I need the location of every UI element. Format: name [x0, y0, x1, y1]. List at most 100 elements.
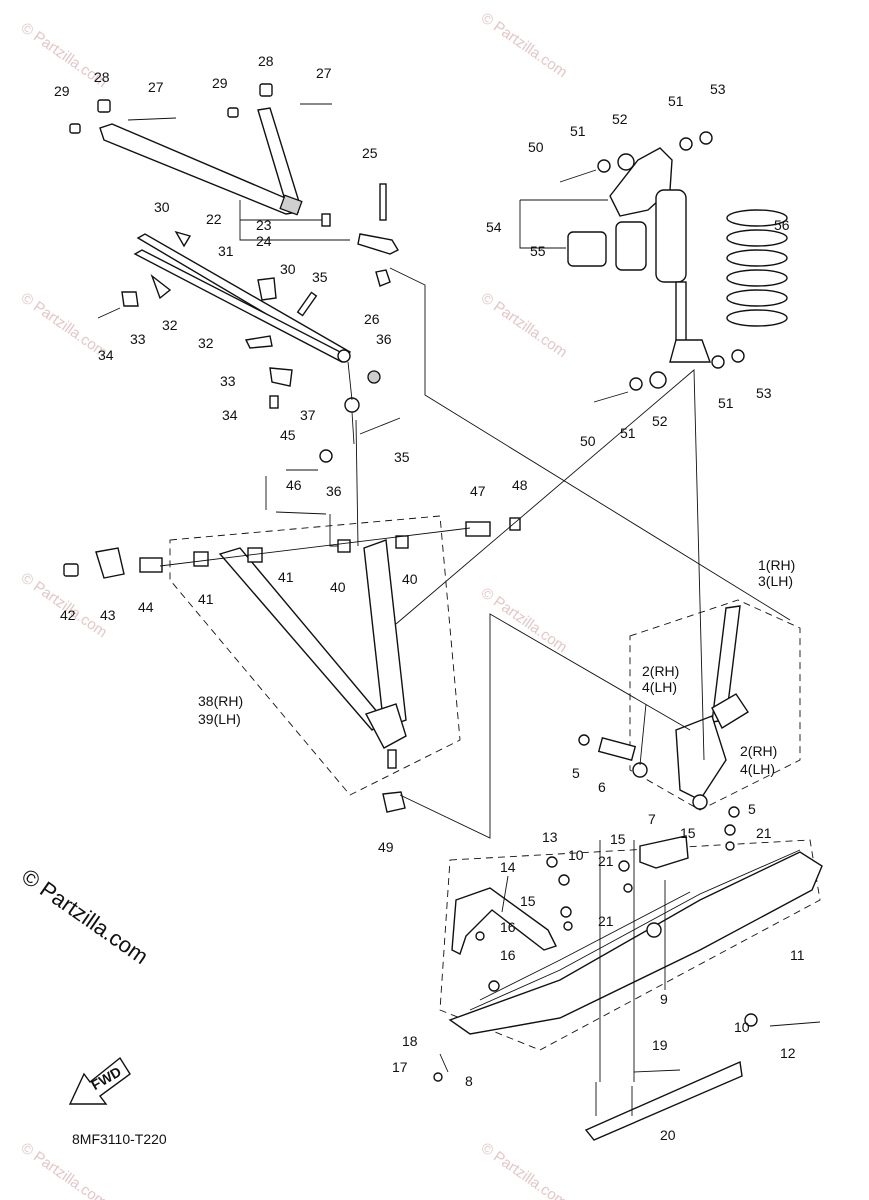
callout-41: 41: [278, 569, 294, 585]
callout-33: 33: [130, 331, 146, 347]
callout-38-rh: 38(RH): [198, 693, 243, 709]
watermark: © Partzilla.com: [478, 9, 571, 81]
callout-51: 51: [718, 395, 734, 411]
watermark: © Partzilla.com: [478, 289, 571, 361]
callout-49: 49: [378, 839, 394, 855]
callout-21: 21: [756, 825, 772, 841]
fwd-arrow-icon: FWD: [68, 1056, 131, 1105]
callout-25: 25: [362, 145, 378, 161]
callout-4-lh: 4(LH): [740, 761, 775, 777]
callout-34: 34: [98, 347, 114, 363]
callout-22: 22: [206, 211, 222, 227]
watermark: © Partzilla.com: [18, 289, 111, 361]
callout-50: 50: [580, 433, 596, 449]
callout-30: 30: [280, 261, 296, 277]
callout-15: 15: [680, 825, 696, 841]
callout-45: 45: [280, 427, 296, 443]
diagram-code: 8MF3110-T220: [72, 1131, 167, 1147]
callout-2-rh: 2(RH): [642, 663, 679, 679]
callout-44: 44: [138, 599, 154, 615]
callout-13: 13: [542, 829, 558, 845]
callout-30: 30: [154, 199, 170, 215]
callout-21: 21: [598, 913, 614, 929]
callout-51: 51: [620, 425, 636, 441]
callout-41: 41: [198, 591, 214, 607]
callout-35: 35: [394, 449, 410, 465]
callout-39-lh: 39(LH): [198, 711, 241, 727]
callout-54: 54: [486, 219, 502, 235]
callout-35: 35: [312, 269, 328, 285]
callout-11: 11: [790, 947, 805, 963]
callout-1-rh: 1(RH): [758, 557, 795, 573]
watermark: © Partzilla.com: [478, 1139, 571, 1200]
callout-42: 42: [60, 607, 76, 623]
callout-32: 32: [162, 317, 178, 333]
callout-16: 16: [500, 919, 516, 935]
callout-21: 21: [598, 853, 614, 869]
callout-48: 48: [512, 477, 528, 493]
callout-17: 17: [392, 1059, 408, 1075]
ski-assembly: [433, 824, 823, 1141]
callout-27: 27: [316, 65, 332, 81]
callout-14: 14: [500, 859, 516, 875]
callout-19: 19: [652, 1037, 668, 1053]
callout-36: 36: [326, 483, 342, 499]
callout-40: 40: [402, 571, 418, 587]
steering-arm-assembly: [69, 83, 401, 463]
callout-31: 31: [218, 243, 234, 259]
shock-absorber-assembly: [559, 131, 788, 403]
callout-4-lh: 4(LH): [642, 679, 677, 695]
callout-24: 24: [256, 233, 272, 249]
callout-labels: 1(RH) 3(LH) 2(RH) 4(LH) 2(RH) 4(LH) 38(R…: [54, 53, 805, 1143]
callout-3-lh: 3(LH): [758, 573, 793, 589]
callout-5: 5: [572, 765, 580, 781]
callout-10: 10: [568, 847, 584, 863]
callout-10: 10: [734, 1019, 750, 1035]
callout-36: 36: [376, 331, 392, 347]
callout-26: 26: [364, 311, 380, 327]
coil-spring: [726, 209, 788, 327]
callout-16: 16: [500, 947, 516, 963]
copyright-text: © Partzilla.com: [17, 864, 153, 970]
callout-15: 15: [610, 831, 626, 847]
callout-34: 34: [222, 407, 238, 423]
callout-37: 37: [300, 407, 316, 423]
callout-12: 12: [780, 1045, 796, 1061]
a-arm-assembly: [63, 469, 521, 813]
watermark: © Partzilla.com: [18, 1139, 111, 1200]
callout-7: 7: [648, 811, 656, 827]
watermark: © Partzilla.com: [18, 569, 111, 641]
callout-52: 52: [652, 413, 668, 429]
callout-43: 43: [100, 607, 116, 623]
callout-53: 53: [756, 385, 772, 401]
callout-47: 47: [470, 483, 486, 499]
callout-28: 28: [258, 53, 274, 69]
callout-51: 51: [570, 123, 586, 139]
callout-6: 6: [598, 779, 606, 795]
callout-29: 29: [212, 75, 228, 91]
callout-15: 15: [520, 893, 536, 909]
callout-18: 18: [402, 1033, 418, 1049]
callout-55: 55: [530, 243, 546, 259]
callout-56: 56: [774, 217, 790, 233]
spindle-assembly: [578, 599, 801, 818]
callout-8: 8: [465, 1073, 473, 1089]
watermark: © Partzilla.com: [478, 584, 571, 656]
callout-27: 27: [148, 79, 164, 95]
callout-20: 20: [660, 1127, 676, 1143]
callout-23: 23: [256, 217, 272, 233]
callout-2-rh: 2(RH): [740, 743, 777, 759]
callout-9: 9: [660, 991, 668, 1007]
leader-lines: [239, 199, 791, 1082]
callout-28: 28: [94, 69, 110, 85]
callout-52: 52: [612, 111, 628, 127]
callout-50: 50: [528, 139, 544, 155]
callout-32: 32: [198, 335, 214, 351]
callout-53: 53: [710, 81, 726, 97]
callout-51: 51: [668, 93, 684, 109]
callout-40: 40: [330, 579, 346, 595]
callout-33: 33: [220, 373, 236, 389]
callout-46: 46: [286, 477, 302, 493]
callout-29: 29: [54, 83, 70, 99]
